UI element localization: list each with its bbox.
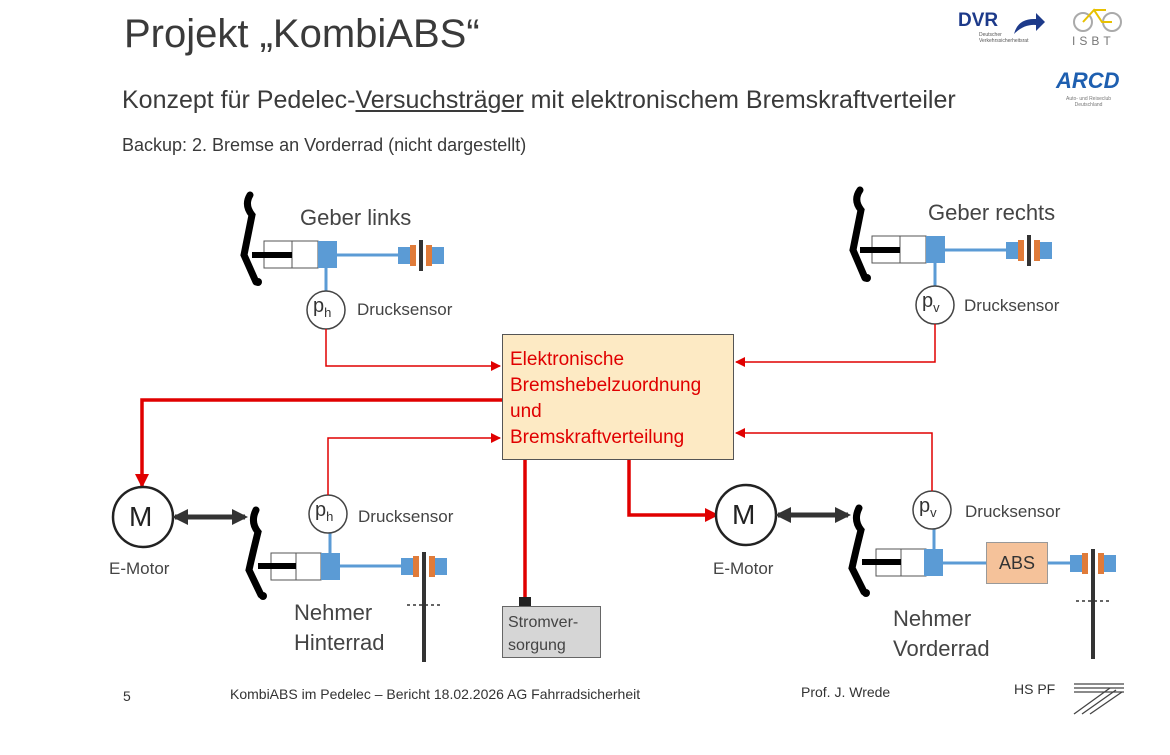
subtitle-part1: Konzept für Pedelec-: [122, 86, 356, 114]
supply-line2: sorgung: [508, 637, 566, 654]
controller-line: Bremskraftverteilung: [510, 427, 685, 448]
sensor-subscript: h: [324, 305, 332, 320]
nehmer-hinterrad-line1: Nehmer: [294, 600, 373, 625]
sensor-subscript: v: [933, 300, 940, 315]
sensor-pv-top: pv: [922, 290, 940, 315]
bicycle-icon: [1073, 8, 1122, 32]
page-number: 5: [123, 688, 131, 704]
nehmer-hinterrad-assembly: [111, 433, 501, 662]
controller-line: Bremshebelzuordnung: [510, 375, 702, 396]
geber-links-label: Geber links: [300, 205, 412, 230]
drucksensor-label-rear: Drucksensor: [358, 507, 454, 526]
sensor-symbol: p: [313, 295, 325, 317]
drucksensor-label-front: Drucksensor: [965, 502, 1061, 521]
hspf-logo-stripes: [1073, 683, 1124, 715]
nehmer-vorderrad-line2: Vorderrad: [893, 636, 990, 661]
arcd-logo: ARCD: [1056, 68, 1120, 93]
controller-line: Elektronische: [510, 349, 625, 370]
geber-links-assembly: [240, 191, 501, 371]
isbt-logo: ISBT: [1072, 34, 1115, 48]
drucksensor-label-top-left: Drucksensor: [357, 300, 453, 319]
motor-symbol-front: M: [732, 499, 756, 530]
sensor-symbol: p: [922, 290, 934, 312]
stromversorgung-box: Stromver-sorgung: [502, 606, 601, 658]
e-motor-label-front: E-Motor: [713, 559, 774, 578]
sensor-ph-top: ph: [313, 295, 331, 320]
nehmer-vorderrad-line1: Nehmer: [893, 606, 972, 631]
dvr-sub-line1: Deutscher: [979, 32, 1002, 38]
dvr-arrow-icon: [1014, 13, 1045, 34]
page-title: Projekt „KombiABS“: [124, 12, 480, 56]
abs-unit: ABS: [986, 542, 1048, 584]
signal-to-front-motor: [627, 460, 719, 522]
sensor-pv-front: pv: [919, 495, 937, 520]
dvr-sub-line2: Verkehrssicherheitsrat: [979, 38, 1029, 44]
sensor-ph-rear: ph: [315, 499, 333, 524]
sensor-subscript: v: [930, 505, 937, 520]
signal-to-rear-motor: [135, 398, 502, 488]
controller-box: Elektronische Bremshebelzuordnung und Br…: [502, 334, 734, 460]
subtitle-underlined: Versuchsträger: [355, 86, 524, 114]
supply-line1: Stromver-: [508, 614, 579, 631]
sensor-symbol: p: [315, 499, 327, 521]
supply-connector: [519, 597, 531, 606]
subtitle-part2: mit elektronischem Bremskraftverteiler: [523, 86, 956, 114]
footer-text: KombiABS im Pedelec – Bericht 18.02.2026…: [230, 686, 641, 702]
sensor-symbol: p: [919, 495, 931, 517]
hspf-logo: HS PF: [1014, 681, 1056, 697]
page-subtitle: Konzept für Pedelec-Versuchsträger mit e…: [122, 86, 956, 115]
motor-symbol-rear: M: [129, 501, 153, 532]
drucksensor-label-top-right: Drucksensor: [964, 296, 1060, 315]
arcd-sub-line1: Auto- und Reiseclub: [1066, 96, 1112, 102]
geber-rechts-assembly: [735, 186, 1052, 367]
nehmer-vorderrad-assembly: [714, 428, 1116, 659]
arcd-sub-line2: Deutschland: [1074, 102, 1103, 108]
geber-rechts-label: Geber rechts: [928, 200, 1056, 225]
sensor-subscript: h: [326, 509, 334, 524]
e-motor-label-rear: E-Motor: [109, 559, 170, 578]
dvr-logo: DVR: [958, 10, 999, 31]
nehmer-hinterrad-line2: Hinterrad: [294, 630, 385, 655]
backup-note: Backup: 2. Bremse an Vorderrad (nicht da…: [122, 135, 527, 155]
controller-line: und: [510, 401, 542, 422]
footer-author: Prof. J. Wrede: [801, 684, 891, 700]
